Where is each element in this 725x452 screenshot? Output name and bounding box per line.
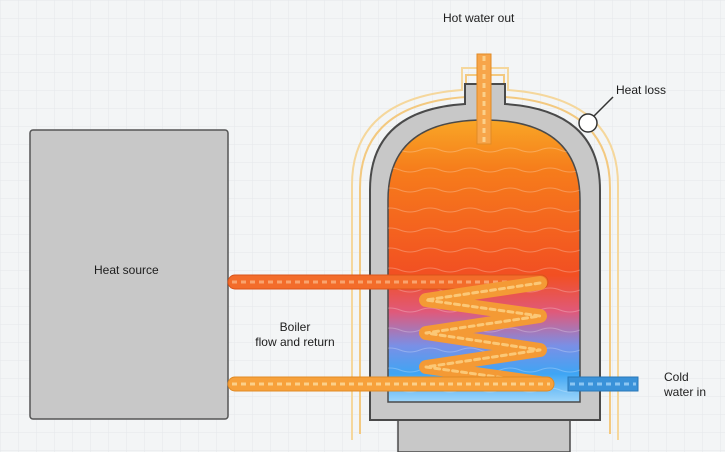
- boiler-return-pipe: [227, 376, 555, 392]
- heat-source-box: [29, 129, 229, 420]
- cold-label-line1: Cold: [664, 370, 689, 384]
- hot-water-out-label: Hot water out: [443, 11, 515, 25]
- heat-loss-label: Heat loss: [616, 83, 667, 97]
- cold-water-in-label: Cold water in: [664, 370, 706, 400]
- tank-base: [397, 417, 571, 452]
- heat-source-label: Heat source: [94, 263, 159, 277]
- heat-loss-marker: [578, 113, 598, 133]
- boiler-flow-return-label: Boiler flow and return: [245, 320, 345, 350]
- boiler-label-line1: Boiler: [279, 320, 311, 334]
- hot-water-out-pipe: [476, 53, 492, 145]
- heating-coil: [419, 276, 547, 390]
- boiler-label-line2: flow and return: [255, 335, 335, 349]
- cold-water-in-pipe: [567, 376, 639, 392]
- cold-label-line2: water in: [664, 385, 707, 399]
- heat-loss-leader-line: [593, 96, 614, 117]
